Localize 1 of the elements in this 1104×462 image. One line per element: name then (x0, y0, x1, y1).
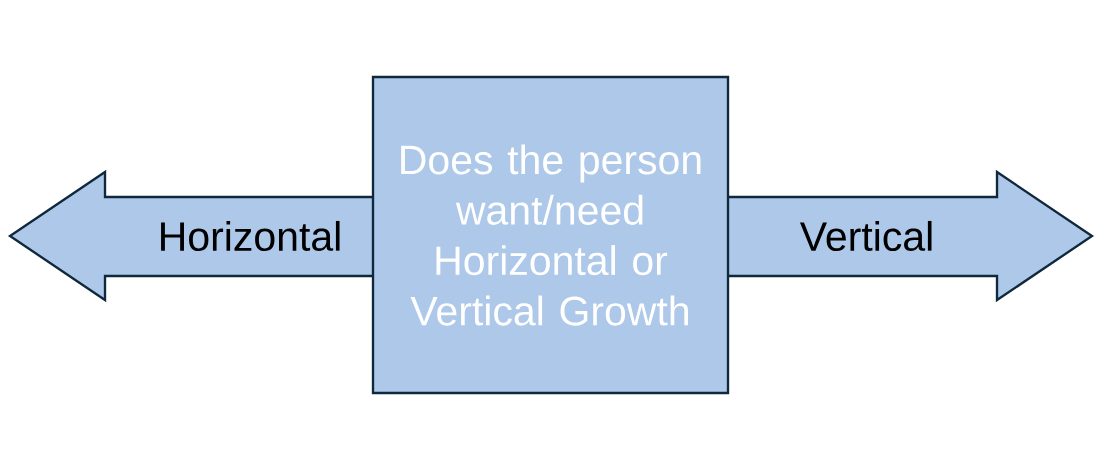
question-box: Does the person want/need Horizontal or Vertical Growth (371, 75, 730, 395)
